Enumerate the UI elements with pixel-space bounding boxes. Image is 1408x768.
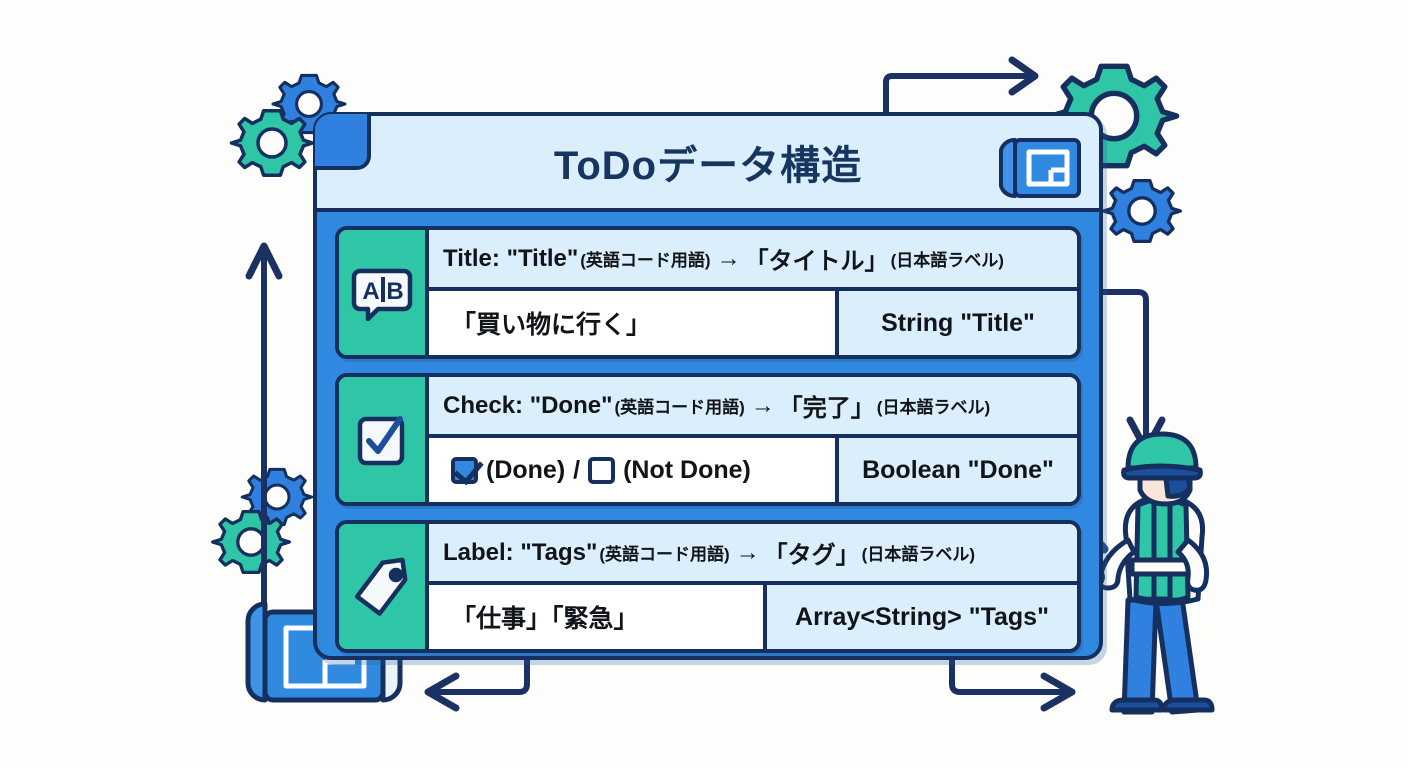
row-label-main: Check: "Done" (443, 391, 613, 419)
checkbox-checked-icon[interactable] (451, 456, 478, 484)
value-separator: / (573, 455, 581, 484)
table-row[interactable]: A B Title: "Title" (英語コード用語) → 「タイトル」 (日… (335, 226, 1081, 359)
row-label: Check: "Done" (英語コード用語) → 「完了」 (日本語ラベル) (429, 377, 1077, 438)
gear-top-right-blue-icon (1102, 178, 1182, 244)
svg-text:A: A (362, 278, 379, 305)
row-label: Title: "Title" (英語コード用語) → 「タイトル」 (日本語ラベ… (429, 230, 1077, 291)
blueprint-roll-icon (989, 132, 1085, 207)
svg-text:B: B (386, 278, 403, 305)
row-example-value: 「買い物に行く」 (429, 291, 839, 355)
row-label-arrow: → (735, 538, 760, 566)
row-label-arrow: → (716, 244, 741, 272)
row-values: (Done) / (Not Done) Boolean "Done" (429, 438, 1077, 502)
row-label-main-ja: 「タイトル」 (744, 248, 889, 275)
row-label: Label: "Tags" (英語コード用語) → 「タグ」 (日本語ラベル) (429, 524, 1077, 585)
page-fold-corner (315, 114, 371, 170)
translate-ab-bubble-icon: A B (339, 230, 429, 355)
row-label-note-en: (英語コード用語) (599, 545, 730, 564)
row-label-main-ja: 「完了」 (778, 395, 875, 422)
arrow-bottom-left-icon (424, 657, 530, 712)
row-label-main: Title: "Title" (443, 244, 579, 272)
row-type-value: Boolean "Done" (839, 438, 1077, 502)
row-example-value: (Done) / (Not Done) (429, 438, 839, 502)
checkbox-unchecked-icon[interactable] (588, 456, 616, 484)
row-label-note-en: (英語コード用語) (580, 251, 711, 270)
arrow-right-down-icon (1093, 289, 1166, 454)
checked-label: (Done) (486, 455, 566, 484)
row-body: Check: "Done" (英語コード用語) → 「完了」 (日本語ラベル) … (429, 377, 1077, 502)
arrow-bottom-right-icon (949, 657, 1076, 712)
row-type-value: Array<String> "Tags" (767, 585, 1077, 649)
row-body: Label: "Tags" (英語コード用語) → 「タグ」 (日本語ラベル) … (429, 524, 1077, 649)
gear-top-left-teal-icon (229, 109, 315, 177)
tag-label-icon (339, 524, 429, 649)
table-row[interactable]: Check: "Done" (英語コード用語) → 「完了」 (日本語ラベル) … (335, 373, 1081, 506)
field-rows: A B Title: "Title" (英語コード用語) → 「タイトル」 (日… (335, 226, 1081, 667)
row-body: Title: "Title" (英語コード用語) → 「タイトル」 (日本語ラベ… (429, 230, 1077, 355)
row-example-value: 「仕事」「緊急」 (429, 585, 767, 649)
row-values: 「仕事」「緊急」 Array<String> "Tags" (429, 585, 1077, 649)
row-type-value: String "Title" (839, 291, 1077, 355)
row-label-main-ja: 「タグ」 (763, 542, 860, 569)
row-label-main: Label: "Tags" (443, 538, 598, 566)
table-row[interactable]: Label: "Tags" (英語コード用語) → 「タグ」 (日本語ラベル) … (335, 520, 1081, 653)
row-label-note-en: (英語コード用語) (614, 398, 745, 417)
gear-mid-left-teal-icon (211, 509, 291, 575)
row-label-arrow: → (750, 391, 775, 419)
row-values: 「買い物に行く」 String "Title" (429, 291, 1077, 355)
checkbox-check-icon (339, 377, 429, 502)
row-label-note-ja: (日本語ラベル) (890, 251, 1004, 270)
gear-mid-left-blue-icon (240, 467, 314, 527)
todo-structure-card: ToDoデータ構造 (313, 112, 1103, 660)
page-title: ToDoデータ構造 (553, 144, 863, 188)
row-label-note-ja: (日本語ラベル) (876, 398, 991, 417)
unchecked-label: (Not Done) (623, 455, 751, 484)
row-label-note-ja: (日本語ラベル) (861, 545, 975, 564)
card-header: ToDoデータ構造 (315, 114, 1099, 212)
